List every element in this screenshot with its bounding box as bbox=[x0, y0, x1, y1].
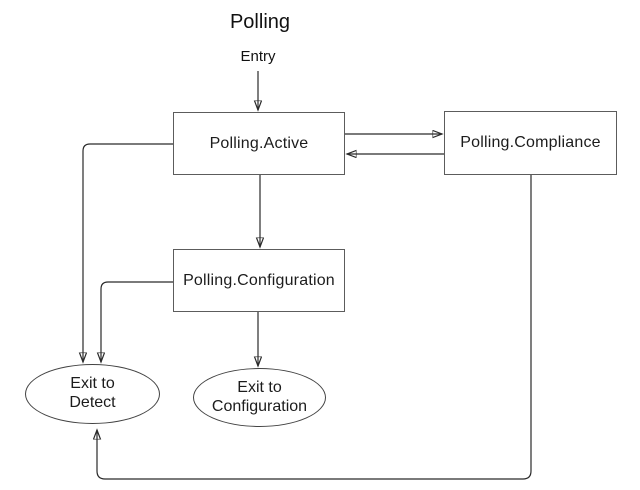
node-label: Polling.Configuration bbox=[183, 271, 335, 289]
node-label: Polling.Active bbox=[209, 134, 309, 152]
node-polling-configuration: Polling.Configuration bbox=[173, 249, 345, 312]
diagram-title: Polling bbox=[229, 11, 291, 33]
edge-active-to-exit-detect bbox=[83, 143, 173, 362]
node-exit-to-detect: Exit to Detect bbox=[25, 364, 160, 424]
node-label: Polling.Compliance bbox=[460, 134, 601, 151]
node-polling-compliance: Polling.Compliance bbox=[444, 111, 617, 175]
node-label-line: Exit to bbox=[237, 378, 282, 396]
entry-label: Entry bbox=[240, 48, 276, 65]
edge-compliance-to-exit-detect bbox=[97, 175, 532, 480]
node-label-line: Configuration bbox=[211, 397, 308, 415]
node-label-line: Detect bbox=[69, 394, 116, 411]
node-exit-to-configuration: Exit to Configuration bbox=[193, 368, 326, 427]
node-polling-active: Polling.Active bbox=[173, 112, 345, 175]
node-label-line: Exit to bbox=[70, 375, 115, 393]
edge-configuration-to-exit-detect bbox=[101, 281, 173, 362]
